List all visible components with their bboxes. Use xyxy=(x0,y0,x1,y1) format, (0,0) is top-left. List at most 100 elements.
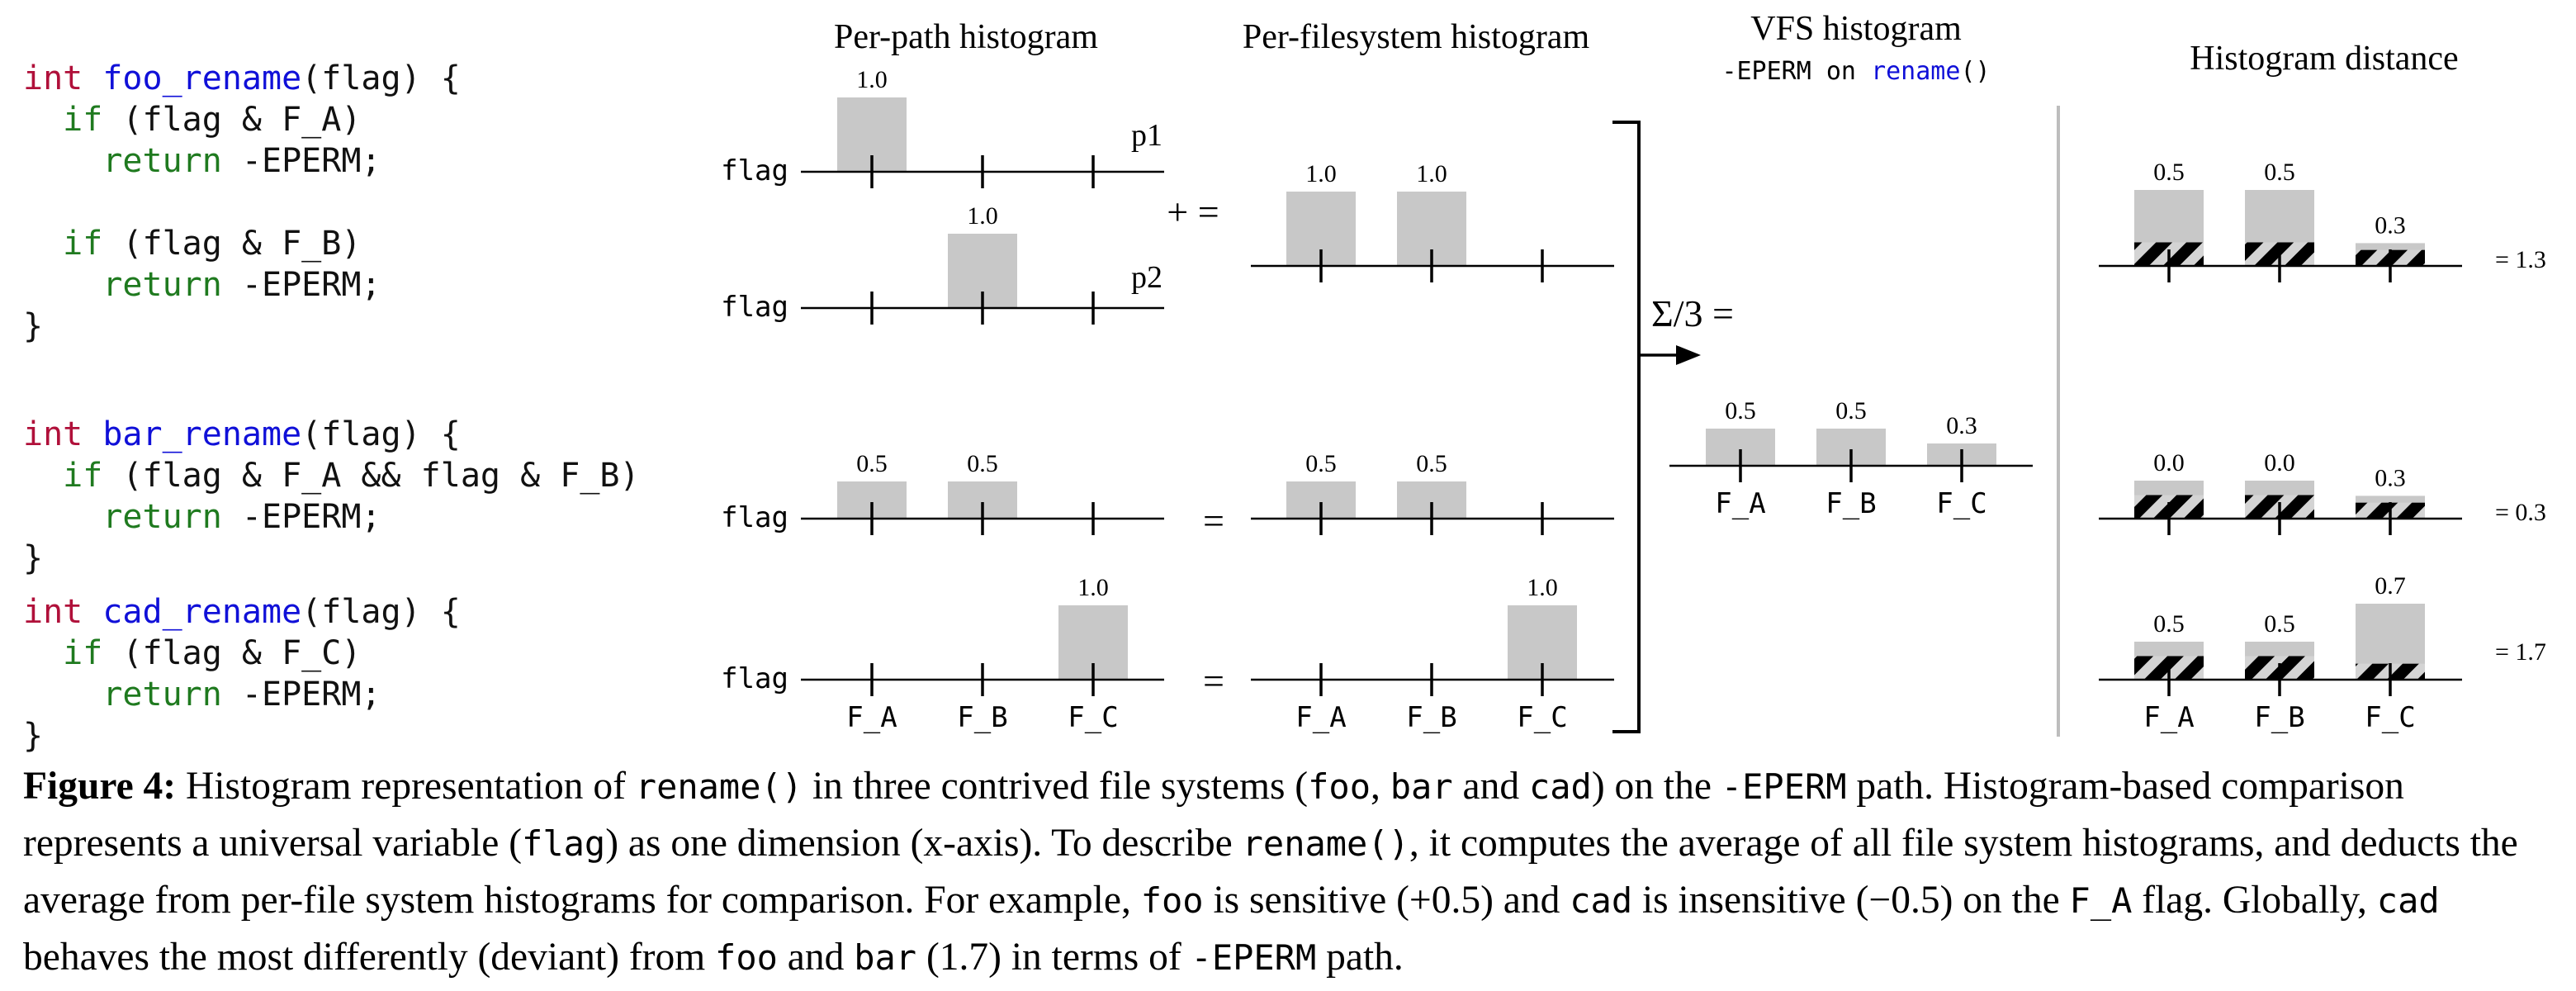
vfs-subheader-fn: rename xyxy=(1871,57,1960,86)
caption-text: is insensitive (−0.5) on the xyxy=(1632,879,2070,922)
caption-text: -EPERM xyxy=(1191,937,1317,978)
code-line: int foo_rename(flag) { xyxy=(23,59,461,97)
category-tick-label: F_A xyxy=(846,701,897,734)
bar-value-label: 1.0 xyxy=(1416,160,1447,187)
bar-value-label: 1.0 xyxy=(1305,160,1337,187)
caption-text: flag xyxy=(522,823,606,864)
code-token: (flag & F_A) xyxy=(102,101,362,139)
bar-value-label: 1.0 xyxy=(1527,574,1558,601)
bar-value-label: 0.5 xyxy=(2153,159,2185,186)
code-token: } xyxy=(23,717,44,755)
histogram-2: 1.0 1.0 xyxy=(1251,160,1614,282)
bar-value-label: 0.5 xyxy=(856,450,888,477)
code-token: int xyxy=(23,59,83,97)
category-tick-label: F_A xyxy=(1295,701,1346,734)
category-tick-label: F_B xyxy=(1825,487,1876,520)
code-token: -EPERM; xyxy=(221,142,381,180)
path-label: p2 xyxy=(1131,260,1163,295)
code-token: (flag & F_A && flag & F_B) xyxy=(102,457,640,495)
caption-text: and xyxy=(1452,765,1529,808)
code-line: } xyxy=(23,307,43,345)
bar-value-label: 0.5 xyxy=(2264,610,2295,638)
operator-equals: = xyxy=(1203,660,1224,702)
axis-label-flag: flag xyxy=(721,501,788,534)
caption-text: foo xyxy=(715,937,778,978)
vfs-subheader-prefix: -EPERM on xyxy=(1721,57,1871,86)
bar-value-label: 0.5 xyxy=(1725,397,1756,424)
code-line: return -EPERM; xyxy=(23,676,381,714)
category-tick-label: F_C xyxy=(1936,487,1986,520)
category-tick-label: F_B xyxy=(2254,701,2304,734)
caption-text: ) as one dimension (x-axis). To describe xyxy=(605,822,1243,865)
code-token: return xyxy=(102,142,222,180)
caption-text: F_A xyxy=(2069,880,2133,921)
category-tick-label: F_A xyxy=(1715,487,1765,520)
code-line: } xyxy=(23,539,43,577)
caption-text: cad xyxy=(1570,880,1633,921)
caption-text: rename() xyxy=(1242,823,1409,864)
caption-text: is sensitive (+0.5) and xyxy=(1203,879,1570,922)
code-line: int bar_rename(flag) { xyxy=(23,415,461,453)
operator-plus-equals: + = xyxy=(1167,191,1219,233)
code-token: if xyxy=(63,457,103,495)
bar-value-label: 0.5 xyxy=(1835,397,1867,424)
code-token: -EPERM; xyxy=(221,676,381,714)
code-token: if xyxy=(63,225,103,263)
bar-value-label: 0.7 xyxy=(2375,572,2406,600)
category-tick-label: F_A xyxy=(2143,701,2194,734)
axis-label-flag: flag xyxy=(721,154,788,187)
category-tick-label: F_C xyxy=(1068,701,1118,734)
code-token: } xyxy=(23,307,44,345)
caption-text: path. xyxy=(1316,936,1404,979)
distance-total: = 1.7 xyxy=(2495,638,2546,666)
caption-figure-label: Figure 4: xyxy=(23,765,177,808)
code-line: int cad_rename(flag) { xyxy=(23,593,461,631)
caption-text: path. Histogram-based comparison represe… xyxy=(23,765,2404,865)
category-tick-label: F_B xyxy=(1406,701,1456,734)
caption-text: foo xyxy=(1308,766,1371,807)
vfs-subheader: -EPERM on rename() xyxy=(1721,57,1990,86)
bar-value-label: 1.0 xyxy=(1077,574,1109,601)
code-token: cad_rename xyxy=(102,593,302,631)
code-token: (flag) { xyxy=(301,59,461,97)
code-token: int xyxy=(23,415,83,453)
bar-value-label: 0.3 xyxy=(2375,211,2406,239)
bar-value-label: 0.5 xyxy=(1416,450,1447,477)
sum-arrow-head xyxy=(1676,345,1701,365)
bar-value-label: 0.5 xyxy=(2264,159,2295,186)
code-token: return xyxy=(102,266,222,304)
caption-text: flag. Globally, xyxy=(2132,879,2377,922)
caption-text: behaves the most differently (deviant) f… xyxy=(23,936,716,979)
bar-value-label: 0.3 xyxy=(1946,412,1977,439)
bar-value-label: 0.3 xyxy=(2375,464,2406,491)
category-tick-label: F_C xyxy=(2365,701,2415,734)
caption-text: in three contrived file systems ( xyxy=(803,765,1309,808)
code-line: return -EPERM; xyxy=(23,266,381,304)
code-token: foo_rename xyxy=(102,59,302,97)
code-line: return -EPERM; xyxy=(23,498,381,536)
histogram-7: 0.5 0.5 0.3F_A F_B F_C xyxy=(1669,397,2033,520)
operator-equals: = xyxy=(1203,500,1224,542)
code-token: (flag) { xyxy=(301,415,461,453)
category-tick-label: F_B xyxy=(957,701,1007,734)
caption-text: foo xyxy=(1140,880,1204,921)
sum-over-three-label: Σ/3 = xyxy=(1651,292,1734,334)
code-token: return xyxy=(102,676,222,714)
caption-text: , it computes the average of all file sy… xyxy=(23,822,2518,922)
caption-text: ) on the xyxy=(1591,765,1721,808)
distance-header: Histogram distance xyxy=(2190,40,2458,78)
code-token: (flag & F_C) xyxy=(102,634,362,672)
code-token: -EPERM; xyxy=(221,498,381,536)
bar-value-label: 0.0 xyxy=(2153,449,2185,477)
caption-text: , xyxy=(1371,765,1390,808)
bar-value-label: 1.0 xyxy=(856,66,888,93)
code-line: if (flag & F_A && flag & F_B) xyxy=(23,457,640,495)
code-line: if (flag & F_B) xyxy=(23,225,361,263)
